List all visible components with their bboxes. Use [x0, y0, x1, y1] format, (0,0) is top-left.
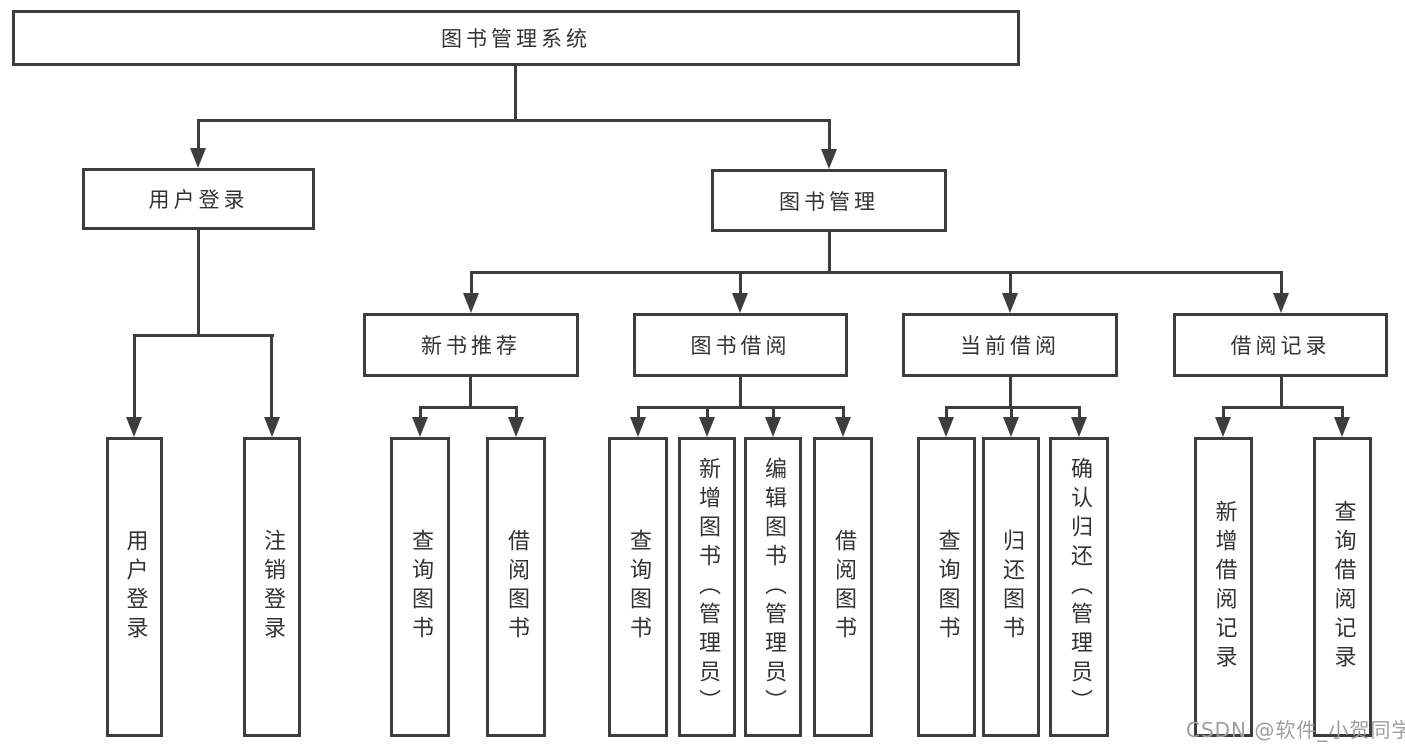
node-root: 图书管理系统 [12, 10, 1020, 66]
node-leaf-logout: 注销登录 [243, 437, 301, 737]
node-new-book-rec: 新书推荐 [363, 313, 579, 377]
node-borrow-record: 借阅记录 [1173, 313, 1388, 377]
connector-line [1009, 377, 1012, 409]
node-book-mgmt: 图书管理 [711, 169, 947, 232]
connector-line [772, 406, 775, 420]
arrowhead-down-icon [412, 417, 428, 437]
node-leaf-br-query-record: 查询借阅记录 [1313, 437, 1372, 737]
node-borrow-record-label: 借阅记录 [1230, 334, 1331, 358]
node-leaf-br-add-record: 新增借阅记录 [1194, 437, 1253, 737]
arrowhead-down-icon [630, 417, 646, 437]
node-leaf-bb-query-book-label: 查询图书 [626, 529, 651, 645]
connector-line [706, 406, 709, 420]
arrowhead-down-icon [1071, 417, 1087, 437]
node-leaf-user-login-label: 用户登录 [122, 529, 148, 645]
connector-line [419, 406, 518, 409]
connector-line [270, 334, 273, 420]
node-new-book-rec-label: 新书推荐 [421, 334, 521, 358]
connector-line [1341, 406, 1344, 420]
connector-line [828, 232, 831, 274]
connector-line [945, 406, 948, 420]
connector-line [1222, 406, 1344, 409]
arrowhead-down-icon [1003, 417, 1019, 437]
arrowhead-down-icon [508, 417, 524, 437]
node-current-borrow-label: 当前借阅 [960, 334, 1060, 358]
connector-line [469, 377, 472, 409]
arrowhead-down-icon [732, 293, 748, 313]
connector-line [515, 406, 518, 420]
arrowhead-down-icon [1273, 293, 1289, 313]
arrowhead-down-icon [1002, 293, 1018, 313]
arrowhead-down-icon [1334, 417, 1350, 437]
node-book-mgmt-label: 图书管理 [779, 189, 879, 214]
arrowhead-down-icon [190, 148, 206, 168]
node-leaf-bb-edit-book: 编辑图书（管理员） [744, 437, 802, 737]
arrowhead-down-icon [699, 417, 715, 437]
node-leaf-br-query-record-label: 查询借阅记录 [1330, 500, 1356, 674]
connector-line [470, 271, 1283, 274]
node-leaf-user-login: 用户登录 [106, 437, 163, 737]
node-leaf-cb-confirm-return: 确认归还（管理员） [1049, 437, 1109, 737]
node-leaf-bb-edit-book-label: 编辑图书（管理员） [761, 456, 786, 718]
node-leaf-cb-return-book: 归还图书 [982, 437, 1040, 737]
connector-line [828, 119, 831, 152]
node-leaf-br-add-record-label: 新增借阅记录 [1211, 500, 1237, 674]
node-leaf-logout-label: 注销登录 [260, 529, 285, 645]
node-leaf-bb-add-book-label: 新增图书（管理员） [695, 456, 720, 718]
arrowhead-down-icon [126, 417, 142, 437]
arrowhead-down-icon [264, 417, 280, 437]
node-leaf-rec-query-book: 查询图书 [390, 437, 450, 737]
connector-line [739, 377, 742, 409]
connector-line [133, 334, 274, 337]
arrowhead-down-icon [821, 149, 837, 169]
node-leaf-bb-borrow-book: 借阅图书 [813, 437, 873, 737]
connector-line [133, 334, 136, 420]
connector-line [739, 271, 742, 297]
connector-line [842, 406, 845, 420]
node-leaf-bb-query-book: 查询图书 [608, 437, 668, 737]
connector-line [1010, 406, 1013, 420]
connector-line [1078, 406, 1081, 420]
node-book-borrow-label: 图书借阅 [690, 334, 791, 358]
node-root-label: 图书管理系统 [441, 27, 591, 51]
connector-line [197, 119, 200, 152]
node-leaf-cb-return-book-label: 归还图书 [999, 529, 1024, 645]
connector-line [1280, 271, 1283, 297]
node-current-borrow: 当前借阅 [902, 313, 1118, 377]
connector-line [637, 406, 845, 409]
node-book-borrow: 图书借阅 [633, 313, 848, 377]
node-leaf-cb-confirm-return-label: 确认归还（管理员） [1067, 456, 1092, 718]
node-user-login: 用户登录 [82, 168, 315, 230]
connector-line [1009, 271, 1012, 297]
connector-line [470, 271, 473, 297]
node-leaf-bb-borrow-book-label: 借阅图书 [831, 529, 856, 645]
node-user-login-label: 用户登录 [148, 188, 249, 212]
node-leaf-bb-add-book: 新增图书（管理员） [678, 437, 736, 737]
connector-line [637, 406, 640, 420]
node-leaf-rec-borrow-book: 借阅图书 [486, 437, 546, 737]
node-leaf-rec-borrow-book-label: 借阅图书 [504, 529, 529, 645]
node-leaf-cb-query-book: 查询图书 [917, 437, 976, 737]
connector-line [945, 406, 1081, 409]
connector-line [1280, 377, 1283, 409]
connector-line [514, 64, 517, 121]
arrowhead-down-icon [835, 417, 851, 437]
connector-line [419, 406, 422, 420]
arrowhead-down-icon [938, 417, 954, 437]
node-leaf-rec-query-book-label: 查询图书 [408, 529, 433, 645]
arrowhead-down-icon [463, 293, 479, 313]
node-leaf-cb-query-book-label: 查询图书 [934, 529, 960, 645]
csdn-watermark: CSDN @软件_小贺同学 [1186, 718, 1405, 742]
arrowhead-down-icon [765, 417, 781, 437]
connector-line [197, 230, 200, 337]
connector-line [1222, 406, 1225, 420]
connector-line [197, 119, 831, 122]
arrowhead-down-icon [1215, 417, 1231, 437]
